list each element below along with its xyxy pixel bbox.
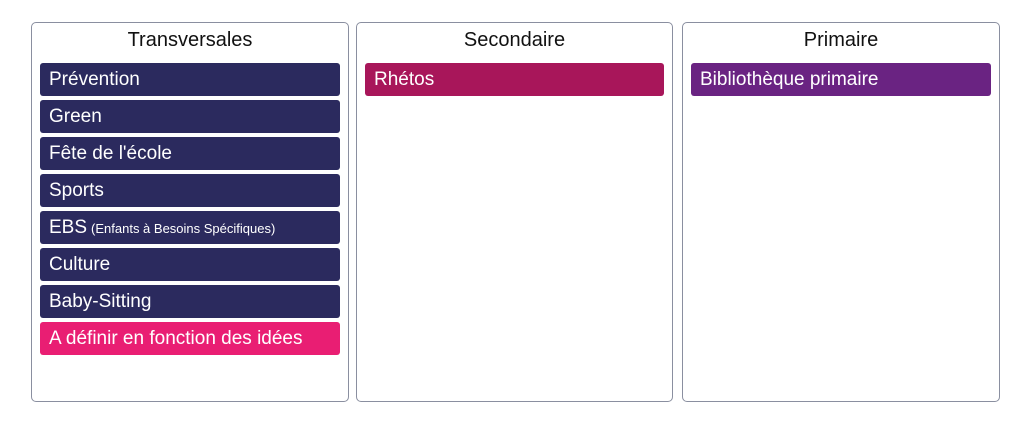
item-list: Bibliothèque primaire — [683, 63, 999, 96]
item-fete-de-lecole[interactable]: Fête de l'école — [40, 137, 340, 170]
item-label: Rhétos — [374, 69, 435, 90]
item-label: Baby-Sitting — [49, 291, 152, 312]
item-label: Green — [49, 106, 102, 127]
item-label: EBS — [49, 217, 88, 238]
item-list: Prévention Green Fête de l'école Sports … — [32, 63, 348, 355]
item-a-definir[interactable]: A définir en fonction des idées — [40, 322, 340, 355]
item-list: Rhétos — [357, 63, 672, 96]
item-prevention[interactable]: Prévention — [40, 63, 340, 96]
column-primaire: Primaire Bibliothèque primaire — [682, 22, 1000, 402]
column-transversales: Transversales Prévention Green Fête de l… — [31, 22, 349, 402]
item-baby-sitting[interactable]: Baby-Sitting — [40, 285, 340, 318]
column-title: Secondaire — [463, 29, 566, 51]
column-title: Primaire — [803, 29, 879, 51]
item-label: Fête de l'école — [49, 143, 172, 164]
item-rhetos[interactable]: Rhétos — [365, 63, 664, 96]
item-green[interactable]: Green — [40, 100, 340, 133]
column-title: Transversales — [127, 29, 253, 51]
item-bibliotheque-primaire[interactable]: Bibliothèque primaire — [691, 63, 991, 96]
column-secondaire: Secondaire Rhétos — [356, 22, 673, 402]
item-label: Culture — [49, 254, 111, 275]
item-label: Prévention — [49, 69, 140, 90]
item-label: A définir en fonction des idées — [49, 328, 303, 349]
item-sports[interactable]: Sports — [40, 174, 340, 207]
item-ebs[interactable]: EBS(Enfants à Besoins Spécifiques) — [40, 211, 340, 244]
item-sublabel: (Enfants à Besoins Spécifiques) — [91, 221, 276, 236]
item-culture[interactable]: Culture — [40, 248, 340, 281]
item-label: Bibliothèque primaire — [700, 69, 879, 90]
item-label: Sports — [49, 180, 104, 201]
